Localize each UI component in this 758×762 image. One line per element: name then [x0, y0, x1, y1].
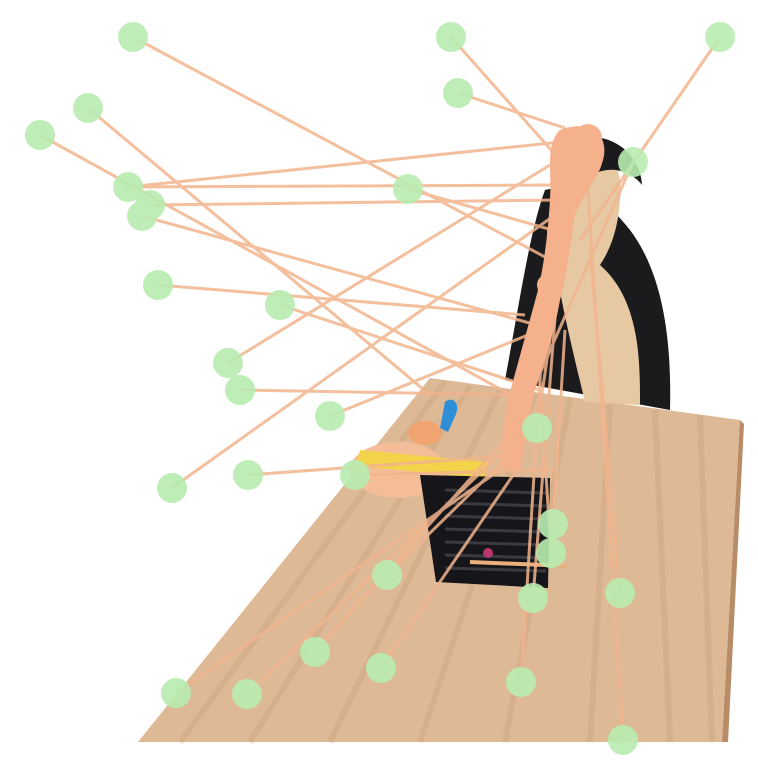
keypoint: [143, 270, 173, 300]
keypoint: [25, 120, 55, 150]
keypoint: [340, 460, 370, 490]
keypoint: [705, 22, 735, 52]
keypoint: [618, 147, 648, 177]
keypoint: [233, 460, 263, 490]
trajectory-lines: [39, 35, 722, 739]
keypoint: [265, 290, 295, 320]
keypoint: [161, 678, 191, 708]
keypoint: [443, 78, 473, 108]
keypoint: [232, 679, 262, 709]
table-grain: [177, 380, 715, 744]
keypoint: [372, 560, 402, 590]
arm-trajectory: [500, 124, 605, 470]
toy-cup: [408, 421, 442, 445]
keypoint: [113, 172, 143, 202]
keypoints: [25, 22, 735, 755]
keypoint: [366, 653, 396, 683]
keypoint: [213, 348, 243, 378]
keypoint: [393, 174, 423, 204]
keypoint: [118, 22, 148, 52]
keypoint: [300, 637, 330, 667]
keypoint: [127, 201, 157, 231]
keypoint: [605, 578, 635, 608]
keypoint: [518, 583, 548, 613]
keypoint: [157, 473, 187, 503]
keypoint: [522, 413, 552, 443]
keypoint: [73, 93, 103, 123]
keypoint: [225, 375, 255, 405]
blue-toy: [440, 399, 458, 432]
table-edge: [722, 420, 744, 742]
keypoint: [506, 667, 536, 697]
keypoint: [315, 401, 345, 431]
keypoint: [536, 538, 566, 568]
keypoint: [538, 509, 568, 539]
keypoint: [608, 725, 638, 755]
keypoint: [436, 22, 466, 52]
